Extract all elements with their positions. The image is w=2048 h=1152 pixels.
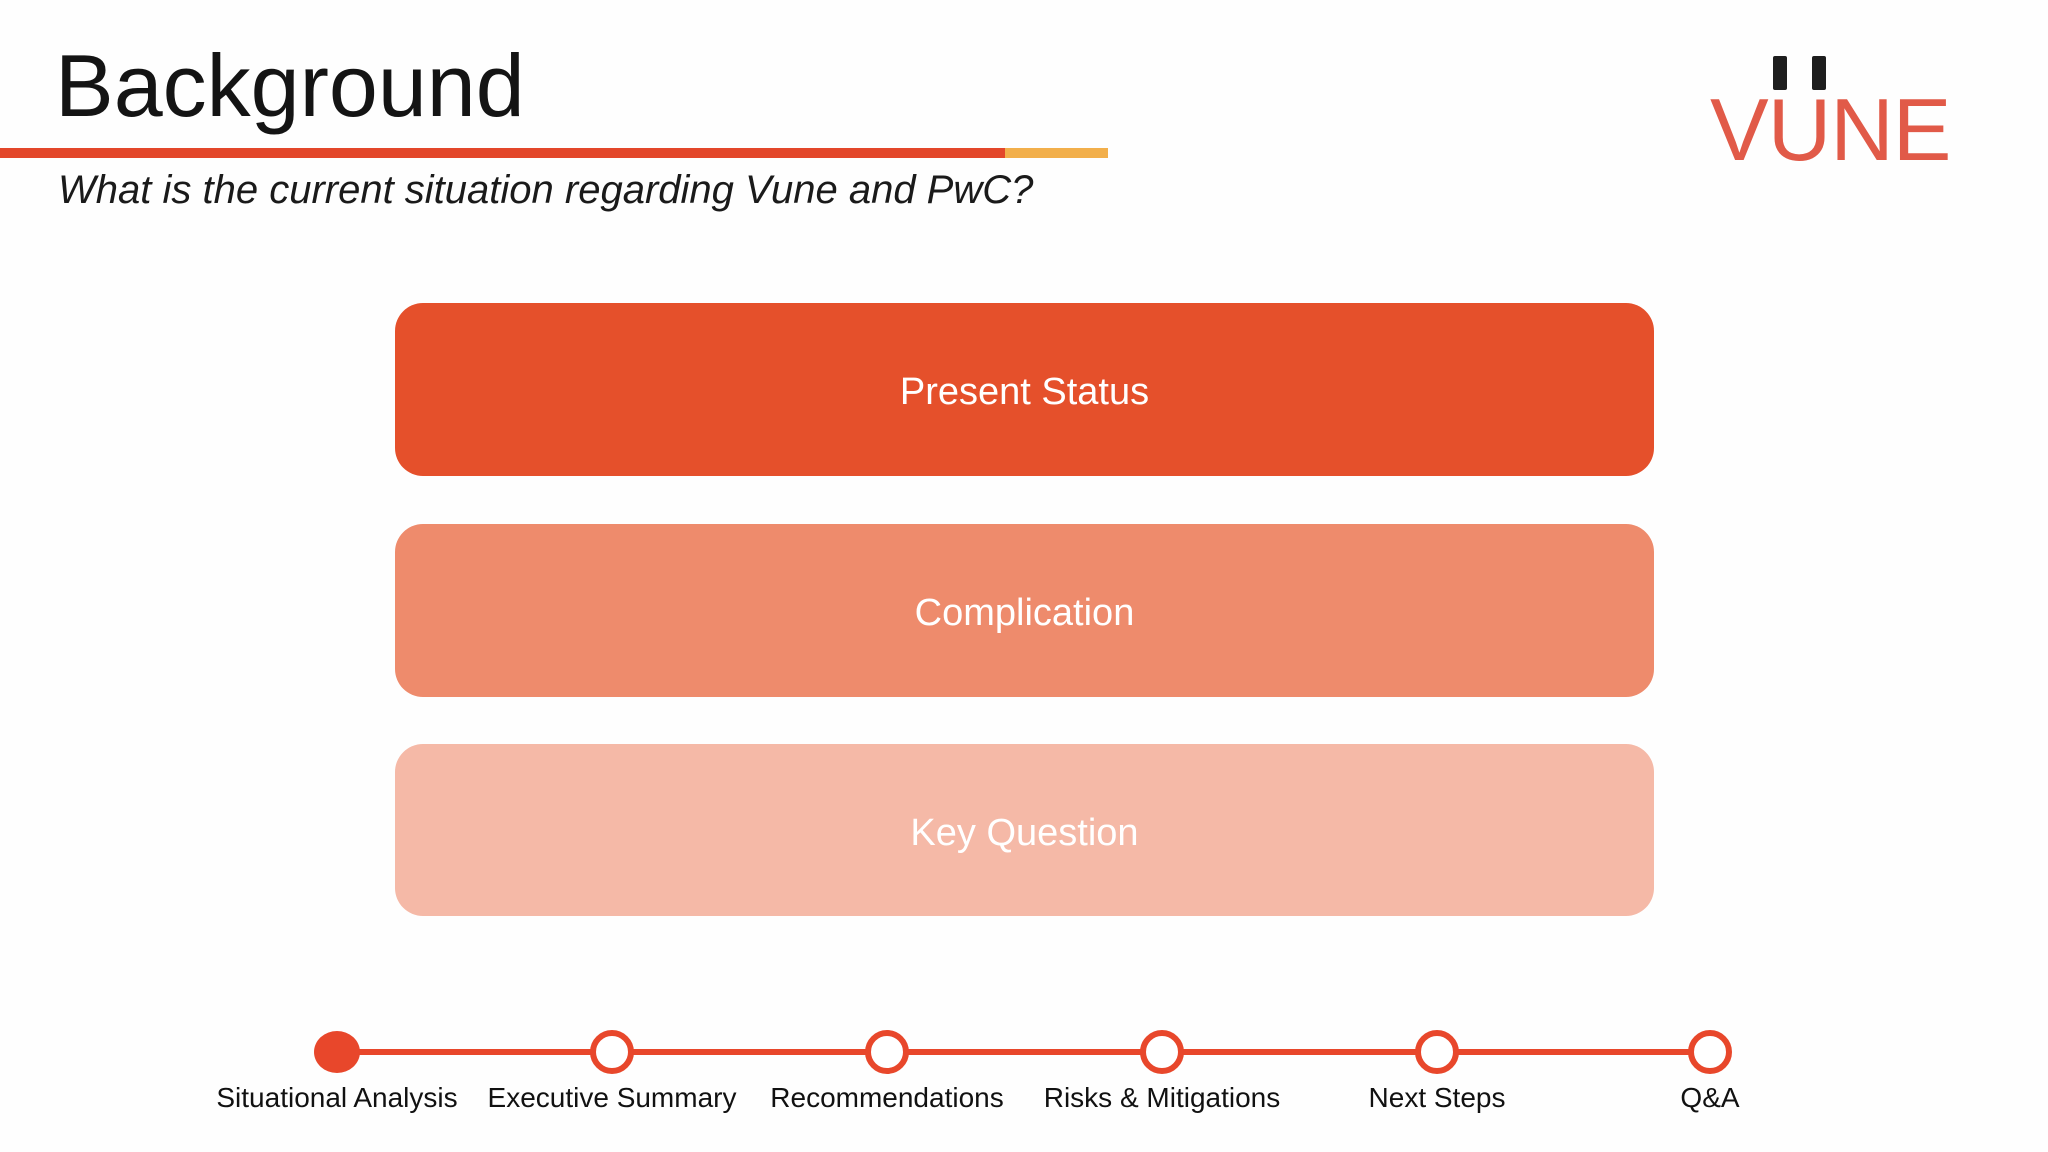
timeline-dot (590, 1030, 634, 1074)
slide-subtitle: What is the current situation regarding … (58, 168, 1034, 212)
scqa-box-label: Key Question (910, 811, 1139, 854)
logo-plug-prong-right-icon (1812, 56, 1826, 90)
timeline-step-label: Recommendations (770, 1082, 1004, 1113)
timeline-step-label: Risks & Mitigations (1043, 1082, 1281, 1113)
logo-text: VUNE (1710, 80, 1951, 179)
underline-yellow-segment (1005, 148, 1108, 158)
scqa-box-complication: Complication (395, 524, 1654, 697)
timeline-connector-line (337, 1049, 1710, 1055)
timeline-step-label: Situational Analysis (216, 1082, 458, 1113)
vune-logo: VUNE (1700, 40, 2000, 180)
timeline-dot (865, 1030, 909, 1074)
page-title: Background (55, 36, 525, 135)
underline-orange-segment (0, 148, 1005, 158)
timeline-step-label: Next Steps (1368, 1082, 1506, 1113)
timeline-step-label: Executive Summary (487, 1082, 737, 1113)
timeline-dot-active (314, 1031, 360, 1073)
title-underline (0, 148, 1108, 158)
timeline-dot (1688, 1030, 1732, 1074)
scqa-box-present-status: Present Status (395, 303, 1654, 476)
scqa-box-key-question: Key Question (395, 744, 1654, 916)
timeline-dot (1415, 1030, 1459, 1074)
timeline-dot (1140, 1030, 1184, 1074)
scqa-box-label: Present Status (899, 371, 1150, 413)
scqa-box-label: Complication (914, 592, 1135, 634)
timeline-step-label: Q&A (1680, 1082, 1740, 1113)
logo-plug-prong-left-icon (1773, 56, 1787, 90)
